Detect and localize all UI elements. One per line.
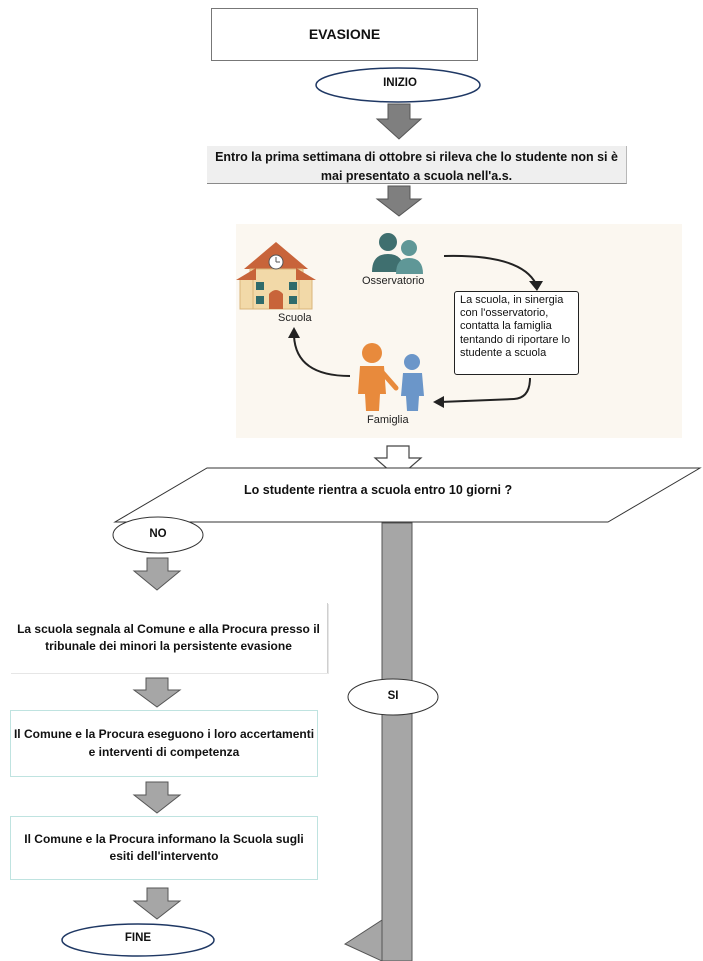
- famiglia-icon: [358, 343, 424, 411]
- scuola-label: Scuola: [278, 312, 312, 324]
- si-label: SI: [387, 690, 399, 702]
- end-oval: [61, 923, 215, 957]
- school-icon: [236, 242, 316, 310]
- illustration-art: [236, 233, 543, 411]
- si-arrow-head: [343, 919, 383, 961]
- arrow-osservatorio-to-bubble: [443, 254, 537, 285]
- no-oval: [112, 516, 204, 554]
- step1-box: Entro la prima settimana di ottobre si r…: [207, 146, 627, 184]
- step2-box: La scuola segnala al Comune e alla Procu…: [10, 603, 328, 673]
- start-label: INIZIO: [383, 77, 417, 89]
- end-label: FINE: [124, 932, 152, 944]
- arrow-down-5: [132, 677, 182, 708]
- osservatorio-icon: [372, 233, 423, 274]
- arrow-bubble-to-famiglia: [439, 377, 531, 403]
- si-oval: [347, 678, 439, 716]
- arrow-osservatorio-head: [529, 281, 543, 291]
- step3-box: Il Comune e la Procura eseguono i loro a…: [10, 710, 318, 777]
- arrow-down-2: [375, 185, 423, 217]
- arrow-famiglia-to-scuola: [293, 335, 351, 377]
- title-box: EVASIONE: [211, 8, 478, 61]
- arrow-down-7: [132, 887, 182, 920]
- si-arrow: [381, 522, 413, 961]
- arrow-down-4: [132, 557, 182, 591]
- step4-box: Il Comune e la Procura informano la Scuo…: [10, 816, 318, 880]
- arrow-famiglia-head: [433, 396, 444, 408]
- decision-label: Lo studente rientra a scuola entro 10 gi…: [244, 483, 513, 497]
- decision-shape: [113, 467, 702, 523]
- famiglia-label: Famiglia: [367, 414, 409, 426]
- speech-bubble: La scuola, in sinergia con l'osservatori…: [454, 291, 579, 375]
- no-label: NO: [149, 528, 167, 540]
- start-oval: [315, 67, 481, 103]
- arrow-down-1: [375, 103, 423, 140]
- arrow-down-6: [132, 781, 182, 814]
- arrow-scuola-head: [288, 327, 300, 338]
- osservatorio-label: Osservatorio: [362, 275, 425, 287]
